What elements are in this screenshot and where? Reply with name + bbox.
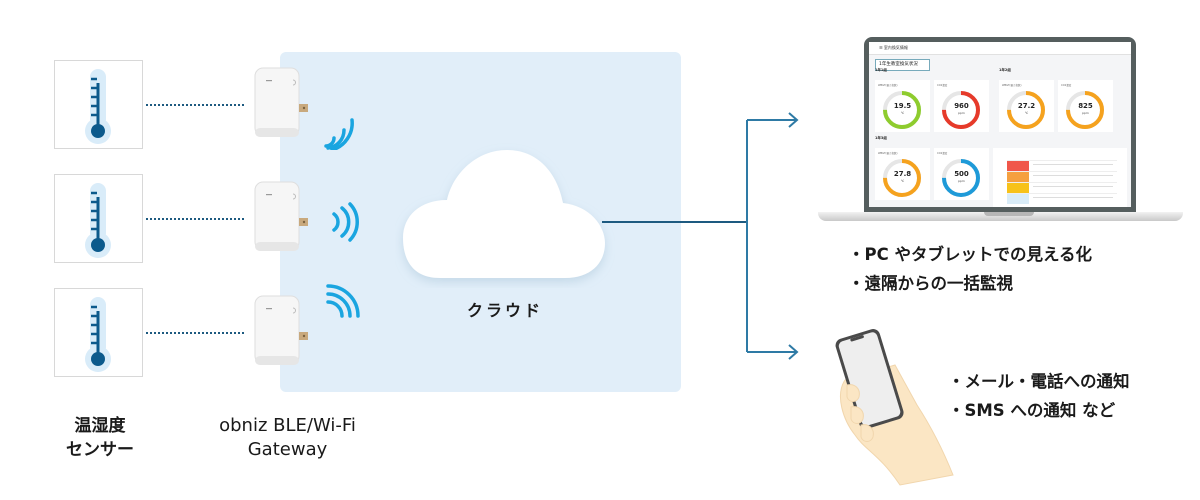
legend-table: [993, 148, 1127, 207]
legend-table-row: [1007, 160, 1117, 171]
gauge-title: CO2濃度: [937, 84, 948, 87]
arrow-head-laptop-icon: [788, 112, 799, 128]
co2-gauge-card: CO2濃度 960 ppm: [934, 80, 989, 132]
wireless-signal-icon: [326, 284, 360, 318]
wbgt-value: 19.5: [893, 102, 912, 110]
classroom-section-label: 1年3組: [875, 136, 887, 140]
feature-visualization: ・PC やタブレットでの見える化: [848, 245, 1092, 264]
wbgt-gauge-ring: [883, 159, 921, 197]
co2-value: 825: [1078, 102, 1093, 110]
dashboard-title-bar: ☰ 室内換気情報: [869, 42, 1131, 55]
dashboard-heading: 1年生教室換気状況: [875, 59, 930, 71]
wbgt-gauge-card: WBGT(暑さ指数) 27.8 ℃: [875, 148, 930, 200]
sensor-label-line2: センサー: [66, 440, 134, 460]
feature-remote-monitoring: ・遠隔からの一括監視: [848, 274, 1013, 293]
co2-value: 960: [954, 102, 969, 110]
gauge-title: WBGT(暑さ指数): [878, 152, 898, 155]
phone-feature-list: ・メール・電話への通知 ・SMS への通知 など: [948, 367, 1130, 425]
gauge-title: CO2濃度: [1061, 84, 1072, 87]
gauge-title: CO2濃度: [937, 152, 948, 155]
sensor-label: 温湿度 センサー: [40, 414, 160, 462]
wbgt-gauge-card: WBGT(暑さ指数) 27.2 ℃: [999, 80, 1054, 132]
legend-table-row: [1007, 193, 1117, 204]
connector-lines: [602, 112, 799, 360]
legend-table-row: [1007, 171, 1117, 182]
co2-gauge-card: CO2濃度 500 ppm: [934, 148, 989, 200]
co2-gauge-ring: [942, 91, 980, 129]
dashboard-screen: ☰ 室内換気情報 1年生教室換気状況 1年1組 WBGT(暑さ指数) 19.5 …: [869, 42, 1131, 207]
wbgt-unit: ℃: [900, 111, 905, 115]
cloud-icon: [403, 150, 605, 278]
legend-table-row: [1007, 182, 1117, 193]
wbgt-value: 27.8: [893, 170, 912, 178]
laptop-notch: [984, 212, 1034, 216]
feature-email-phone-notification: ・メール・電話への通知: [948, 372, 1130, 391]
feature-sms-notification: ・SMS への通知 など: [948, 401, 1116, 420]
co2-gauge-card: CO2濃度 825 ppm: [1058, 80, 1113, 132]
wbgt-value: 27.2: [1017, 102, 1036, 110]
menu-icon[interactable]: ☰: [879, 45, 884, 50]
arrow-head-phone-icon: [788, 344, 799, 360]
co2-gauge-ring: [1066, 91, 1104, 129]
wbgt-gauge-ring: [883, 91, 921, 129]
gateway-label: obniz BLE/Wi-Fi Gateway: [180, 414, 395, 462]
gateway-label-line2: Gateway: [247, 439, 328, 460]
co2-value: 500: [954, 170, 969, 178]
laptop-icon: ☰ 室内換気情報 1年生教室換気状況 1年1組 WBGT(暑さ指数) 19.5 …: [864, 37, 1136, 212]
co2-unit: ppm: [958, 179, 965, 183]
sensor-label-line1: 温湿度: [74, 416, 126, 436]
sensor-connection-dotted-line: [146, 104, 244, 106]
gauge-title: WBGT(暑さ指数): [878, 84, 898, 87]
wireless-signal-icon: [332, 202, 359, 242]
gateway-device-icon: [254, 295, 308, 365]
wbgt-unit: ℃: [900, 179, 905, 183]
co2-unit: ppm: [958, 111, 965, 115]
sensor-connection-dotted-line: [146, 332, 244, 334]
wireless-signal-icon: [324, 118, 354, 150]
classroom-section-label: 1年1組: [875, 68, 887, 72]
gateway-label-line1: obniz BLE/Wi-Fi: [219, 415, 356, 436]
sensor-card: [54, 288, 143, 377]
gateway-device-icon: [254, 67, 308, 137]
wbgt-unit: ℃: [1024, 111, 1029, 115]
thermometer-icon: [85, 297, 111, 372]
thermometer-icon: [85, 183, 111, 258]
laptop-base: [818, 212, 1183, 221]
laptop-feature-list: ・PC やタブレットでの見える化 ・遠隔からの一括監視: [848, 240, 1092, 298]
wbgt-gauge-card: WBGT(暑さ指数) 19.5 ℃: [875, 80, 930, 132]
cloud-label: クラウド: [466, 301, 543, 320]
thermometer-icon: [85, 69, 111, 144]
gateway-device-icon: [254, 181, 308, 251]
co2-gauge-ring: [942, 159, 980, 197]
gauge-title: WBGT(暑さ指数): [1002, 84, 1022, 87]
classroom-section-label: 1年2組: [999, 68, 1011, 72]
dashboard-app-title: 室内換気情報: [883, 45, 908, 50]
sensor-connection-dotted-line: [146, 218, 244, 220]
sensor-card: [54, 174, 143, 263]
sensor-card: [54, 60, 143, 149]
co2-unit: ppm: [1082, 111, 1089, 115]
wbgt-gauge-ring: [1007, 91, 1045, 129]
smartphone-in-hand-icon: [835, 329, 954, 486]
